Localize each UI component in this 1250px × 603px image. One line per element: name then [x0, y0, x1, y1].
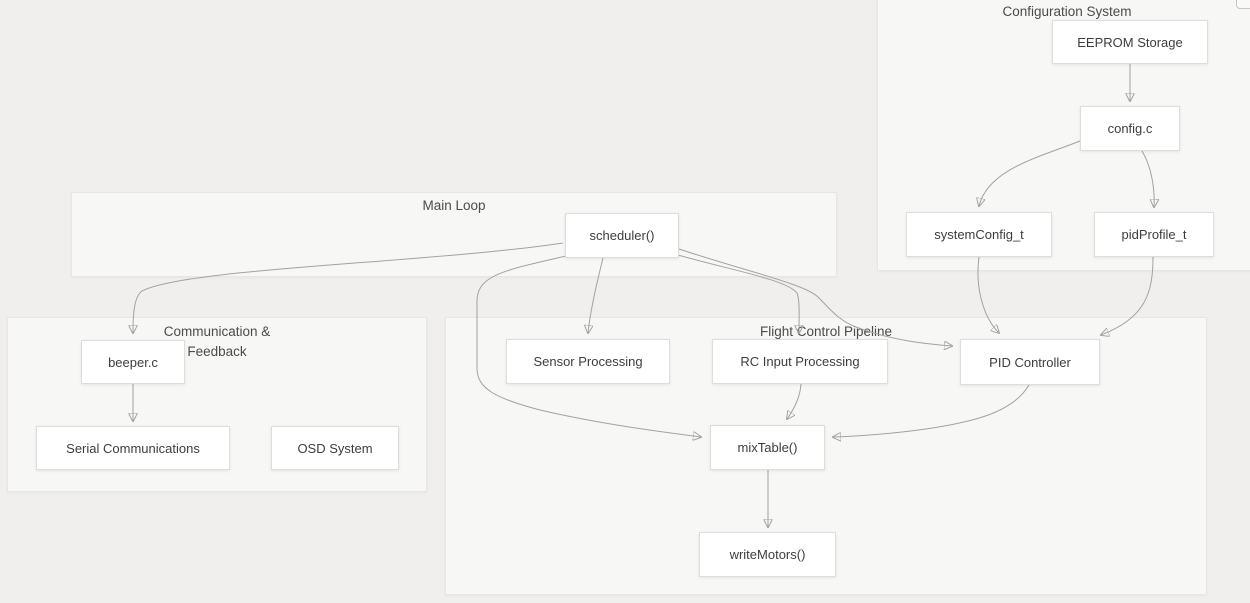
edge-pidprofile-to-pid	[1101, 256, 1154, 335]
node-label: Sensor Processing	[533, 354, 643, 369]
node-label: Serial Communications	[66, 440, 200, 456]
node-osd-system: OSD System	[271, 426, 399, 470]
node-label: config.c	[1107, 121, 1153, 136]
node-scheduler: scheduler()	[565, 213, 679, 258]
edge-scheduler-to-mixtable	[476, 255, 701, 437]
node-label: RC Input Processing	[740, 354, 860, 369]
edge-config-to-systemconfig	[979, 140, 1081, 206]
edge-systemconfig-to-pid	[977, 256, 999, 333]
edge-scheduler-to-beeper	[133, 242, 564, 333]
node-label: scheduler()	[589, 228, 655, 243]
node-mix-table: mixTable()	[710, 425, 825, 470]
node-pid-profile-t: pidProfile_t	[1094, 212, 1214, 257]
node-label: pidProfile_t	[1121, 227, 1187, 242]
node-serial-communications: Serial Communications	[36, 426, 230, 470]
node-label: beeper.c	[108, 354, 158, 370]
node-label: EEPROM Storage	[1077, 34, 1183, 50]
node-config-c: config.c	[1080, 106, 1180, 151]
node-eeprom-storage: EEPROM Storage	[1052, 20, 1208, 64]
panel-control-icon[interactable]	[1236, 0, 1250, 9]
node-beeper-c: beeper.c	[81, 340, 185, 384]
node-label: OSD System	[297, 440, 373, 456]
node-pid-controller: PID Controller	[960, 339, 1100, 385]
node-label: PID Controller	[989, 354, 1071, 370]
edge-pid-to-mixtable	[833, 384, 1030, 437]
node-label: writeMotors()	[729, 547, 806, 562]
node-label: mixTable()	[737, 440, 798, 455]
node-sensor-processing: Sensor Processing	[506, 339, 670, 384]
edge-scheduler-to-rcinput	[670, 252, 799, 333]
node-system-config-t: systemConfig_t	[906, 212, 1052, 257]
edge-scheduler-to-pid	[678, 248, 952, 346]
node-write-motors: writeMotors()	[699, 532, 836, 577]
edge-config-to-pidprofile	[1141, 150, 1154, 207]
edge-rcinput-to-mixtable	[787, 383, 802, 419]
node-label: systemConfig_t	[934, 227, 1024, 242]
edge-scheduler-to-sensor	[588, 257, 604, 333]
node-rc-input-processing: RC Input Processing	[712, 339, 888, 384]
